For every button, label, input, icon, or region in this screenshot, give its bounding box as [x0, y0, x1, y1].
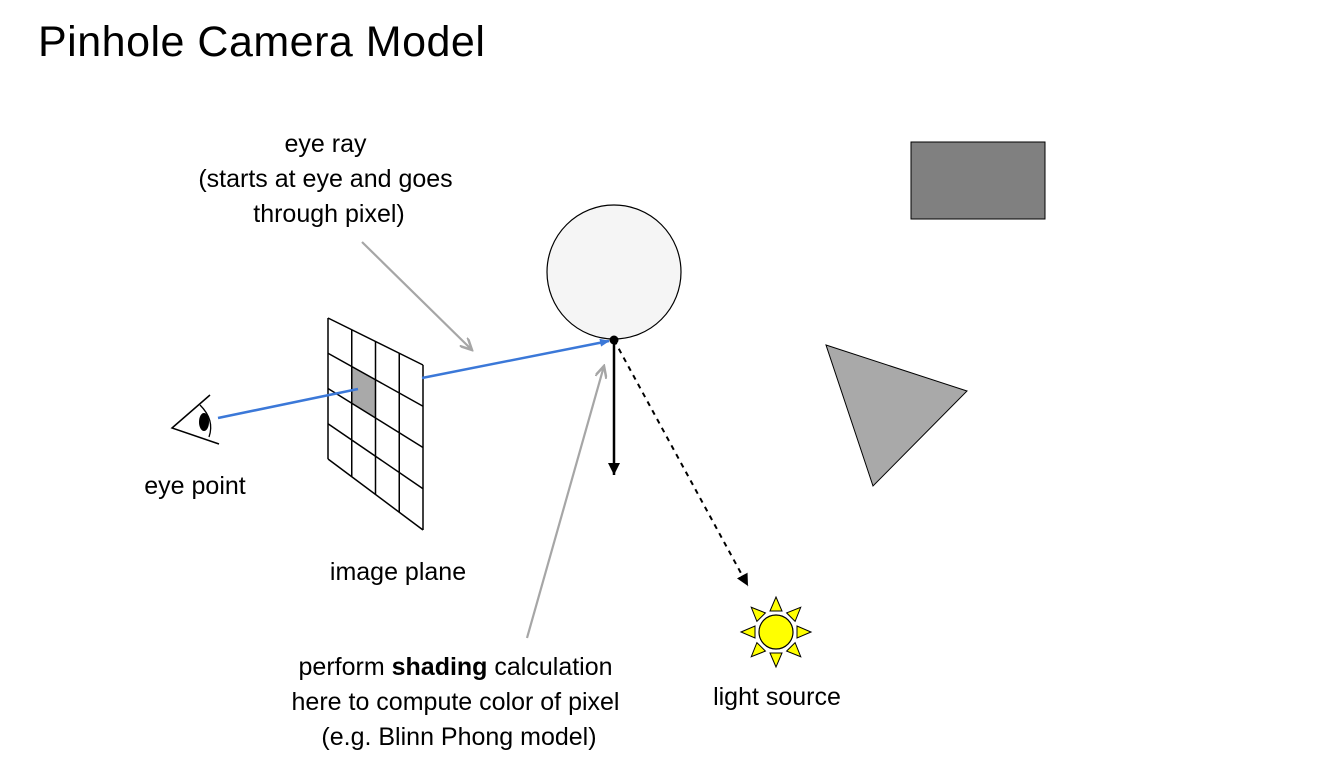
shading-label: perform shading calculation here to comp… — [292, 653, 627, 751]
grid-line-horizontal — [327, 317, 424, 366]
eye-ray-pointer — [361, 241, 472, 350]
sphere-object — [546, 204, 682, 340]
grid-line-horizontal — [327, 458, 424, 531]
grid-line-horizontal — [327, 423, 424, 490]
sun-ray — [739, 625, 756, 639]
intersection-point — [609, 335, 619, 345]
sun-ray — [750, 641, 767, 658]
grid-line-horizontal — [327, 352, 424, 407]
slide-title: Pinhole Camera Model — [38, 18, 486, 66]
shading-pointer — [525, 366, 604, 639]
shadow-ray-arrow — [613, 339, 749, 587]
sun-ray — [750, 606, 767, 623]
triangle-object — [825, 344, 968, 487]
grid-line-horizontal — [327, 387, 424, 449]
sun-ray — [796, 625, 813, 639]
sun-ray — [769, 652, 783, 669]
image-plane-grid — [327, 317, 424, 531]
sun-icon — [739, 595, 813, 669]
eye-ray-label: eye ray (starts at eye and goes through … — [198, 130, 459, 228]
sun-ray — [785, 606, 802, 623]
eye-icon — [170, 394, 220, 445]
sun-ray — [769, 595, 783, 612]
sun-disc — [758, 614, 794, 650]
image-plane-label: image plane — [330, 558, 466, 586]
rectangle-object — [910, 141, 1046, 220]
eye-ray-segment — [217, 387, 359, 420]
sun-ray — [785, 641, 802, 658]
light-source-label: light source — [713, 683, 841, 711]
eye-ray-arrow — [421, 338, 610, 380]
highlighted-pixel — [351, 366, 376, 418]
eye-point-label: eye point — [144, 472, 246, 500]
